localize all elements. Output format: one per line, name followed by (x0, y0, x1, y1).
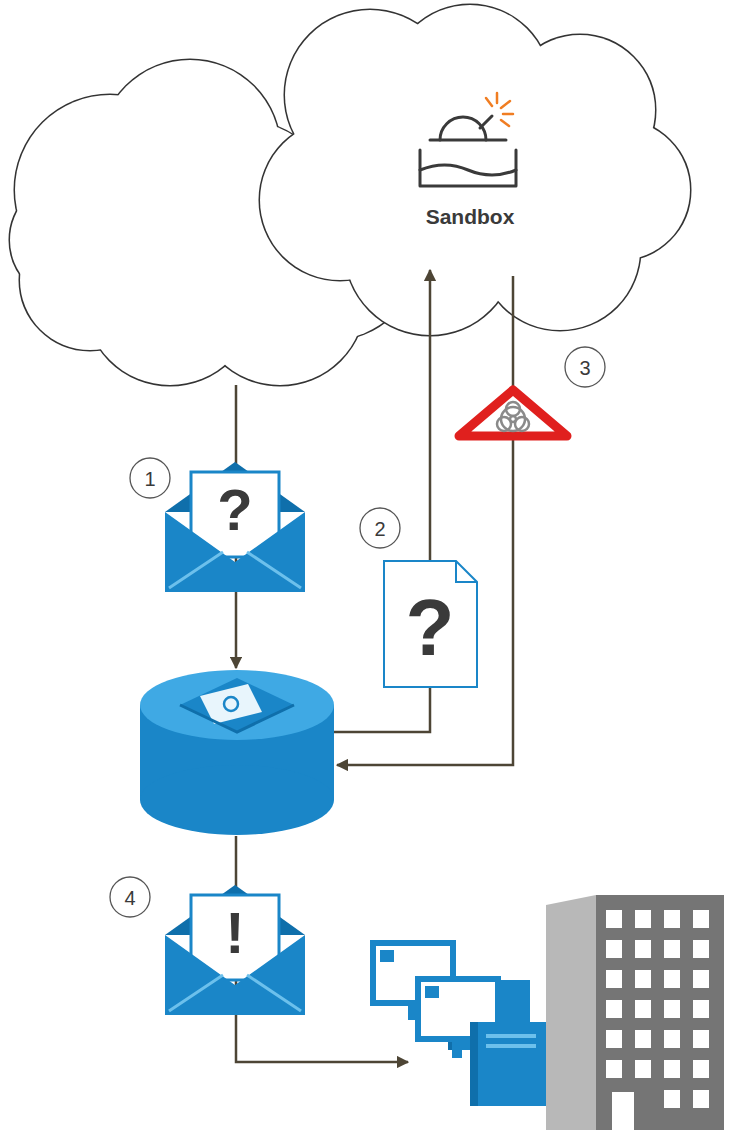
building-window (606, 940, 622, 958)
envelope-icon-part (169, 975, 301, 1011)
hazard-sign (459, 390, 567, 436)
building-window (664, 1000, 680, 1018)
sandbox-icon-part (420, 165, 516, 175)
cloud-right-fill (260, 5, 690, 335)
building-window (635, 940, 651, 958)
document-icon (384, 561, 477, 687)
cloud-right (260, 5, 690, 335)
sandbox-icon-part (486, 93, 513, 126)
callout-circle-part (110, 877, 150, 917)
building-window (664, 970, 680, 988)
building-window (693, 1030, 709, 1048)
sandbox-cloud: Sandbox (300, 20, 640, 320)
computer-icon (370, 940, 546, 1106)
envelope-glyph: ! (225, 904, 244, 962)
envelope-icon-part (169, 552, 301, 588)
computer-icon-part (452, 1042, 462, 1058)
envelope-glyph: ? (217, 481, 252, 539)
sandbox-icon-part (420, 150, 516, 186)
building-window (635, 910, 651, 928)
callout-number: 3 (579, 358, 590, 378)
mail-server-part (180, 705, 294, 732)
cloud-left-part (10, 180, 130, 300)
building-window (635, 1000, 651, 1018)
callout-circle (110, 347, 605, 917)
computer-icon-part (425, 986, 439, 998)
callout-number: 4 (124, 888, 135, 908)
computer-icon-part (376, 946, 450, 1000)
hazard-sign-part-part (510, 416, 516, 422)
building-part (546, 895, 596, 1130)
building-part (606, 910, 709, 1108)
computer-icon-part (470, 1022, 478, 1106)
sandbox-icon-part-part (501, 101, 510, 108)
building-part (596, 895, 724, 1130)
building-window (606, 1000, 622, 1018)
cloud-left-fill-part (10, 180, 130, 300)
building-window (664, 1090, 680, 1108)
computer-icon-part (486, 1034, 536, 1038)
callout-number: 2 (374, 519, 385, 539)
building-window (635, 1060, 651, 1078)
building-window (664, 910, 680, 928)
callout-circle-part (360, 508, 400, 548)
hazard-sign-part (497, 402, 529, 431)
sandbox-icon-part-part (501, 120, 509, 126)
building (546, 895, 724, 1130)
sandbox-icon-part (480, 116, 492, 128)
building-window (606, 1060, 622, 1078)
hazard-sign-part-part (501, 407, 525, 431)
envelope-icon (165, 462, 305, 592)
sandbox-icon-part (430, 139, 506, 142)
envelope-icon (165, 885, 305, 1015)
computer-icon-part (380, 950, 394, 962)
mail-server-part (140, 765, 334, 835)
cloud-right-fill-part (370, 60, 590, 280)
sandbox-icon-part-part (496, 93, 499, 103)
building-window (693, 1060, 709, 1078)
sandbox-icon (420, 93, 516, 186)
flow-line-part (337, 276, 513, 765)
callout-circle-part (565, 347, 605, 387)
building-window (693, 1000, 709, 1018)
building-window (664, 1030, 680, 1048)
building-window (693, 940, 709, 958)
hazard-sign-part (459, 390, 567, 436)
building-window (606, 910, 622, 928)
callout-circle-part (130, 458, 170, 498)
building-window (606, 970, 622, 988)
building-window (664, 940, 680, 958)
building-window (664, 1060, 680, 1078)
node-label: Sandbox (426, 205, 515, 229)
document-glyph: ? (406, 588, 455, 668)
building-window (693, 970, 709, 988)
building-window (635, 1030, 651, 1048)
computer-icon-part (478, 1022, 546, 1106)
mail-server-part (224, 697, 238, 711)
sandbox-icon-part-part (503, 113, 513, 116)
document-icon-part (384, 561, 477, 687)
computer-icon-part (486, 1044, 536, 1048)
callout-number: 1 (144, 469, 155, 489)
cloud-right-part (370, 60, 590, 280)
building-window (693, 1090, 709, 1108)
building-window (693, 910, 709, 928)
building-part (612, 1092, 634, 1130)
building-window (606, 1030, 622, 1048)
mail-server-part (180, 678, 294, 732)
building-window (635, 970, 651, 988)
mail-server-part (140, 670, 334, 740)
sandbox-icon-part-part (486, 98, 492, 106)
document-icon-part (456, 561, 477, 582)
mail-server (140, 670, 334, 835)
